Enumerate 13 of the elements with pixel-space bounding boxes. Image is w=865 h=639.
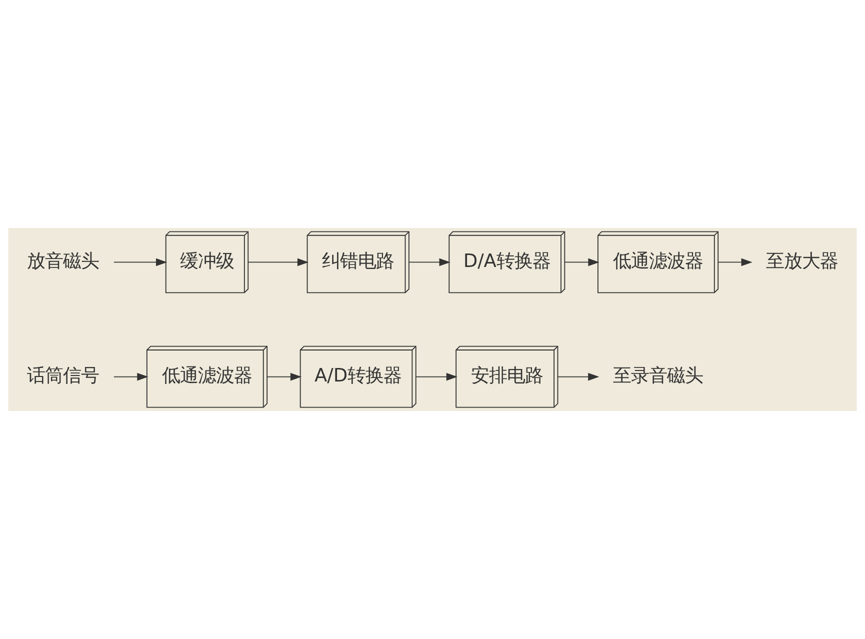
arrow bbox=[266, 372, 302, 381]
arrow bbox=[113, 372, 148, 381]
node-text: 至放大器 bbox=[766, 250, 838, 272]
arrow bbox=[248, 258, 309, 266]
arrow bbox=[564, 258, 600, 266]
arrow bbox=[416, 372, 458, 381]
arrow bbox=[718, 258, 752, 266]
arrow bbox=[408, 258, 450, 266]
arrow bbox=[113, 258, 168, 266]
arrow bbox=[557, 372, 600, 381]
node-text: 至录音磁头 bbox=[613, 365, 704, 386]
node-text: 放音磁头 bbox=[26, 250, 99, 272]
node-text: 话筒信号 bbox=[26, 365, 99, 386]
